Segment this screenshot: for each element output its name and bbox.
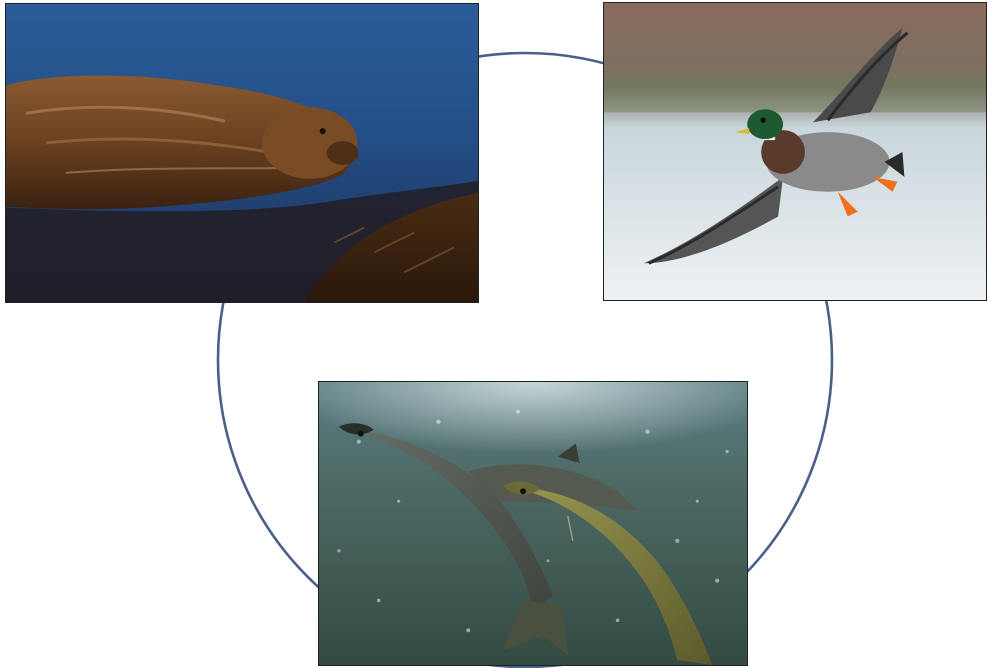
salmon-photo (318, 381, 748, 666)
beaver-photo (5, 3, 479, 303)
mallard-duck-photo (603, 2, 987, 301)
